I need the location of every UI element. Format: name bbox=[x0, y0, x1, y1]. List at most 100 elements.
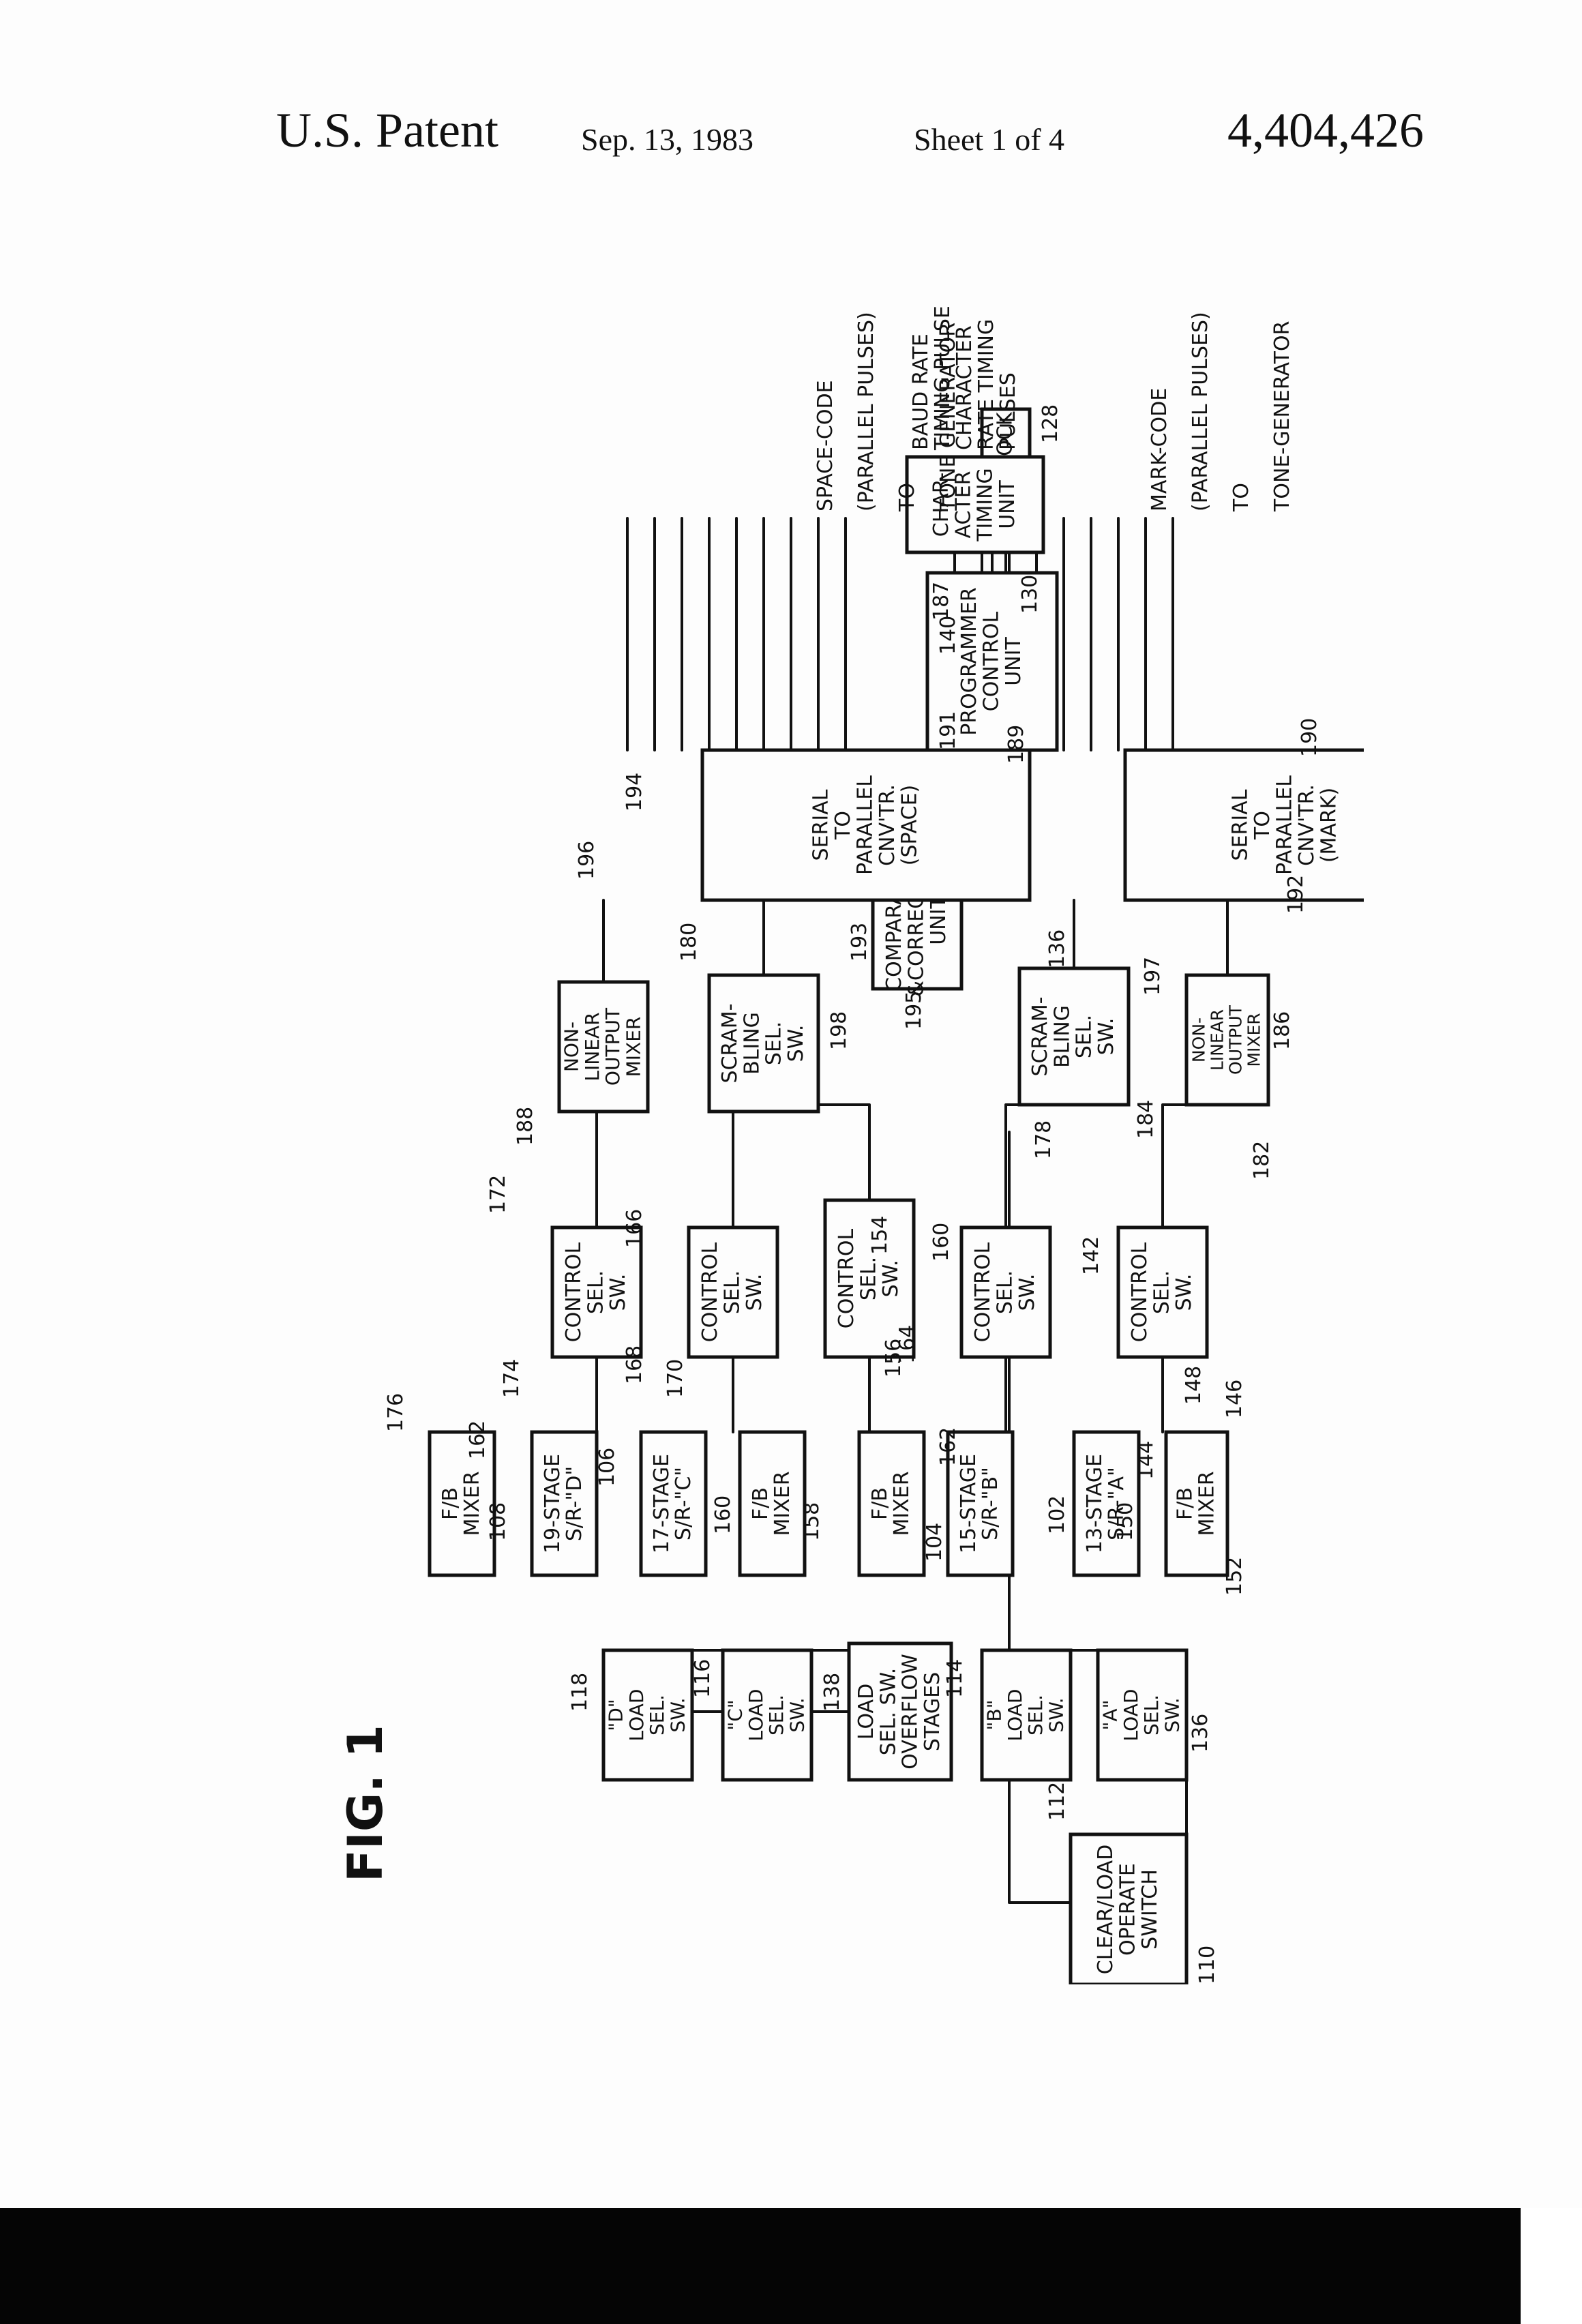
reference-numeral: 180 bbox=[677, 923, 701, 962]
block-label: MIXER bbox=[1244, 1013, 1264, 1067]
block-label: SW. bbox=[606, 1274, 630, 1311]
mark-output-label: (PARALLEL PULSES) bbox=[1189, 312, 1212, 511]
figure-label: FIG. 1 bbox=[338, 1725, 393, 1882]
block-frame bbox=[687, 1225, 779, 1359]
block-frame bbox=[1116, 1225, 1209, 1359]
block-label: LINEAR bbox=[581, 1012, 603, 1081]
block-label: CONTROL bbox=[980, 611, 1004, 711]
reference-numeral: 162 bbox=[936, 1427, 960, 1466]
timing-output-label: RATE TIMING bbox=[974, 319, 998, 450]
reference-numeral: 146 bbox=[1223, 1380, 1247, 1418]
space-output-label: SPACE-CODE bbox=[814, 380, 837, 511]
space-output-label: TONE GENERATOR bbox=[936, 323, 960, 512]
reference-numeral: 176 bbox=[384, 1393, 408, 1432]
block-label: OPERATE bbox=[1116, 1863, 1140, 1956]
mark-output-label: TONE-GENERATOR bbox=[1270, 321, 1294, 512]
reference-numeral: 192 bbox=[1284, 875, 1308, 914]
block-label: S/R-"A" bbox=[1105, 1467, 1129, 1540]
block-label: "B" bbox=[983, 1700, 1006, 1731]
block-label: NON- bbox=[561, 1022, 583, 1072]
block-frame bbox=[857, 1430, 926, 1577]
block-frame bbox=[639, 1430, 708, 1577]
reference-numeral: 150 bbox=[1114, 1502, 1137, 1541]
block-label: SEL. bbox=[721, 1270, 745, 1314]
header-patent-label: U.S. Patent bbox=[276, 103, 499, 158]
reference-numeral: 156 bbox=[882, 1339, 906, 1377]
block-label: SEL. bbox=[584, 1270, 608, 1314]
block-label: MIXER bbox=[622, 1017, 644, 1077]
block-frame bbox=[721, 1648, 814, 1782]
reference-numeral: 160 bbox=[711, 1495, 735, 1534]
block-label: "C" bbox=[724, 1699, 747, 1730]
reference-numeral: 197 bbox=[1141, 957, 1165, 996]
block-label: "A" bbox=[1099, 1700, 1122, 1731]
block-label: NON- bbox=[1189, 1017, 1209, 1062]
reference-numeral: 128 bbox=[1039, 404, 1062, 443]
block-label: SEL. SW. bbox=[876, 1668, 900, 1756]
block-frame bbox=[1096, 1648, 1189, 1782]
block-label: F/B bbox=[749, 1487, 773, 1520]
reference-numeral: 184 bbox=[1134, 1100, 1158, 1139]
reference-numeral: 136 bbox=[1045, 929, 1069, 968]
block-label: BLING bbox=[740, 1012, 764, 1075]
block-label: CONTROL bbox=[835, 1228, 859, 1328]
timing-output-label: CHARACTER bbox=[953, 325, 976, 450]
block-label: LOAD bbox=[625, 1689, 648, 1742]
reference-numeral: 130 bbox=[1018, 575, 1042, 614]
block-label: SEL. bbox=[1150, 1270, 1174, 1314]
block-label: PROGRAMMER bbox=[957, 587, 981, 736]
block-frame bbox=[707, 973, 820, 1114]
reference-numeral: 168 bbox=[623, 1345, 646, 1384]
block-label: CONTROL bbox=[562, 1242, 586, 1342]
reference-numeral: 189 bbox=[1004, 725, 1028, 764]
reference-numeral: 118 bbox=[568, 1673, 592, 1712]
reference-numeral: 182 bbox=[1250, 1141, 1274, 1180]
block-sr-b: 15-STAGES/R-"B" bbox=[946, 1430, 1015, 1577]
block-label: SEL. bbox=[762, 1022, 786, 1065]
block-label: PARALLEL bbox=[1273, 775, 1297, 875]
block-label: 15-STAGE bbox=[957, 1454, 981, 1553]
block-label: 13-STAGE bbox=[1083, 1454, 1107, 1553]
block-label: OUTPUT bbox=[601, 1007, 624, 1086]
block-sr-c: 17-STAGES/R-"C" bbox=[639, 1430, 708, 1577]
timing-output-label: PULSES bbox=[996, 372, 1020, 450]
block-label: TO bbox=[1251, 811, 1274, 840]
block-label: SW. bbox=[879, 1260, 903, 1298]
reference-numeral: 190 bbox=[1298, 718, 1322, 757]
block-frame bbox=[428, 1430, 496, 1577]
block-label: F/B bbox=[1173, 1487, 1197, 1520]
reference-numeral: 142 bbox=[1079, 1236, 1103, 1275]
block-label: CNV'TR. bbox=[876, 784, 899, 866]
timing-output-label: TIMING PULSE bbox=[931, 306, 955, 451]
block-label: LINEAR bbox=[1208, 1009, 1227, 1071]
block-label: PARALLEL bbox=[854, 775, 878, 875]
reference-numeral: 148 bbox=[1182, 1366, 1206, 1405]
block-label: F/B bbox=[868, 1487, 892, 1520]
block-frame bbox=[1072, 1430, 1141, 1577]
block-label: LOAD bbox=[1120, 1689, 1142, 1742]
reference-numeral: 166 bbox=[623, 1209, 646, 1248]
block-frame bbox=[557, 980, 650, 1114]
block-label: MIXER bbox=[460, 1471, 484, 1536]
reference-numeral: 162 bbox=[466, 1420, 490, 1459]
block-label: CONTROL bbox=[1128, 1242, 1152, 1342]
wire bbox=[1161, 1103, 1229, 1229]
block-label: CNV'TR. bbox=[1295, 784, 1319, 866]
reference-numeral: 136 bbox=[1189, 1714, 1212, 1753]
header-patent-number: 4,404,426 bbox=[1227, 103, 1424, 158]
space-output-label: (PARALLEL PULSES) bbox=[854, 312, 878, 511]
block-label: BLING bbox=[1050, 1005, 1074, 1068]
block-frame bbox=[980, 1648, 1073, 1782]
block-frame bbox=[1184, 973, 1270, 1107]
